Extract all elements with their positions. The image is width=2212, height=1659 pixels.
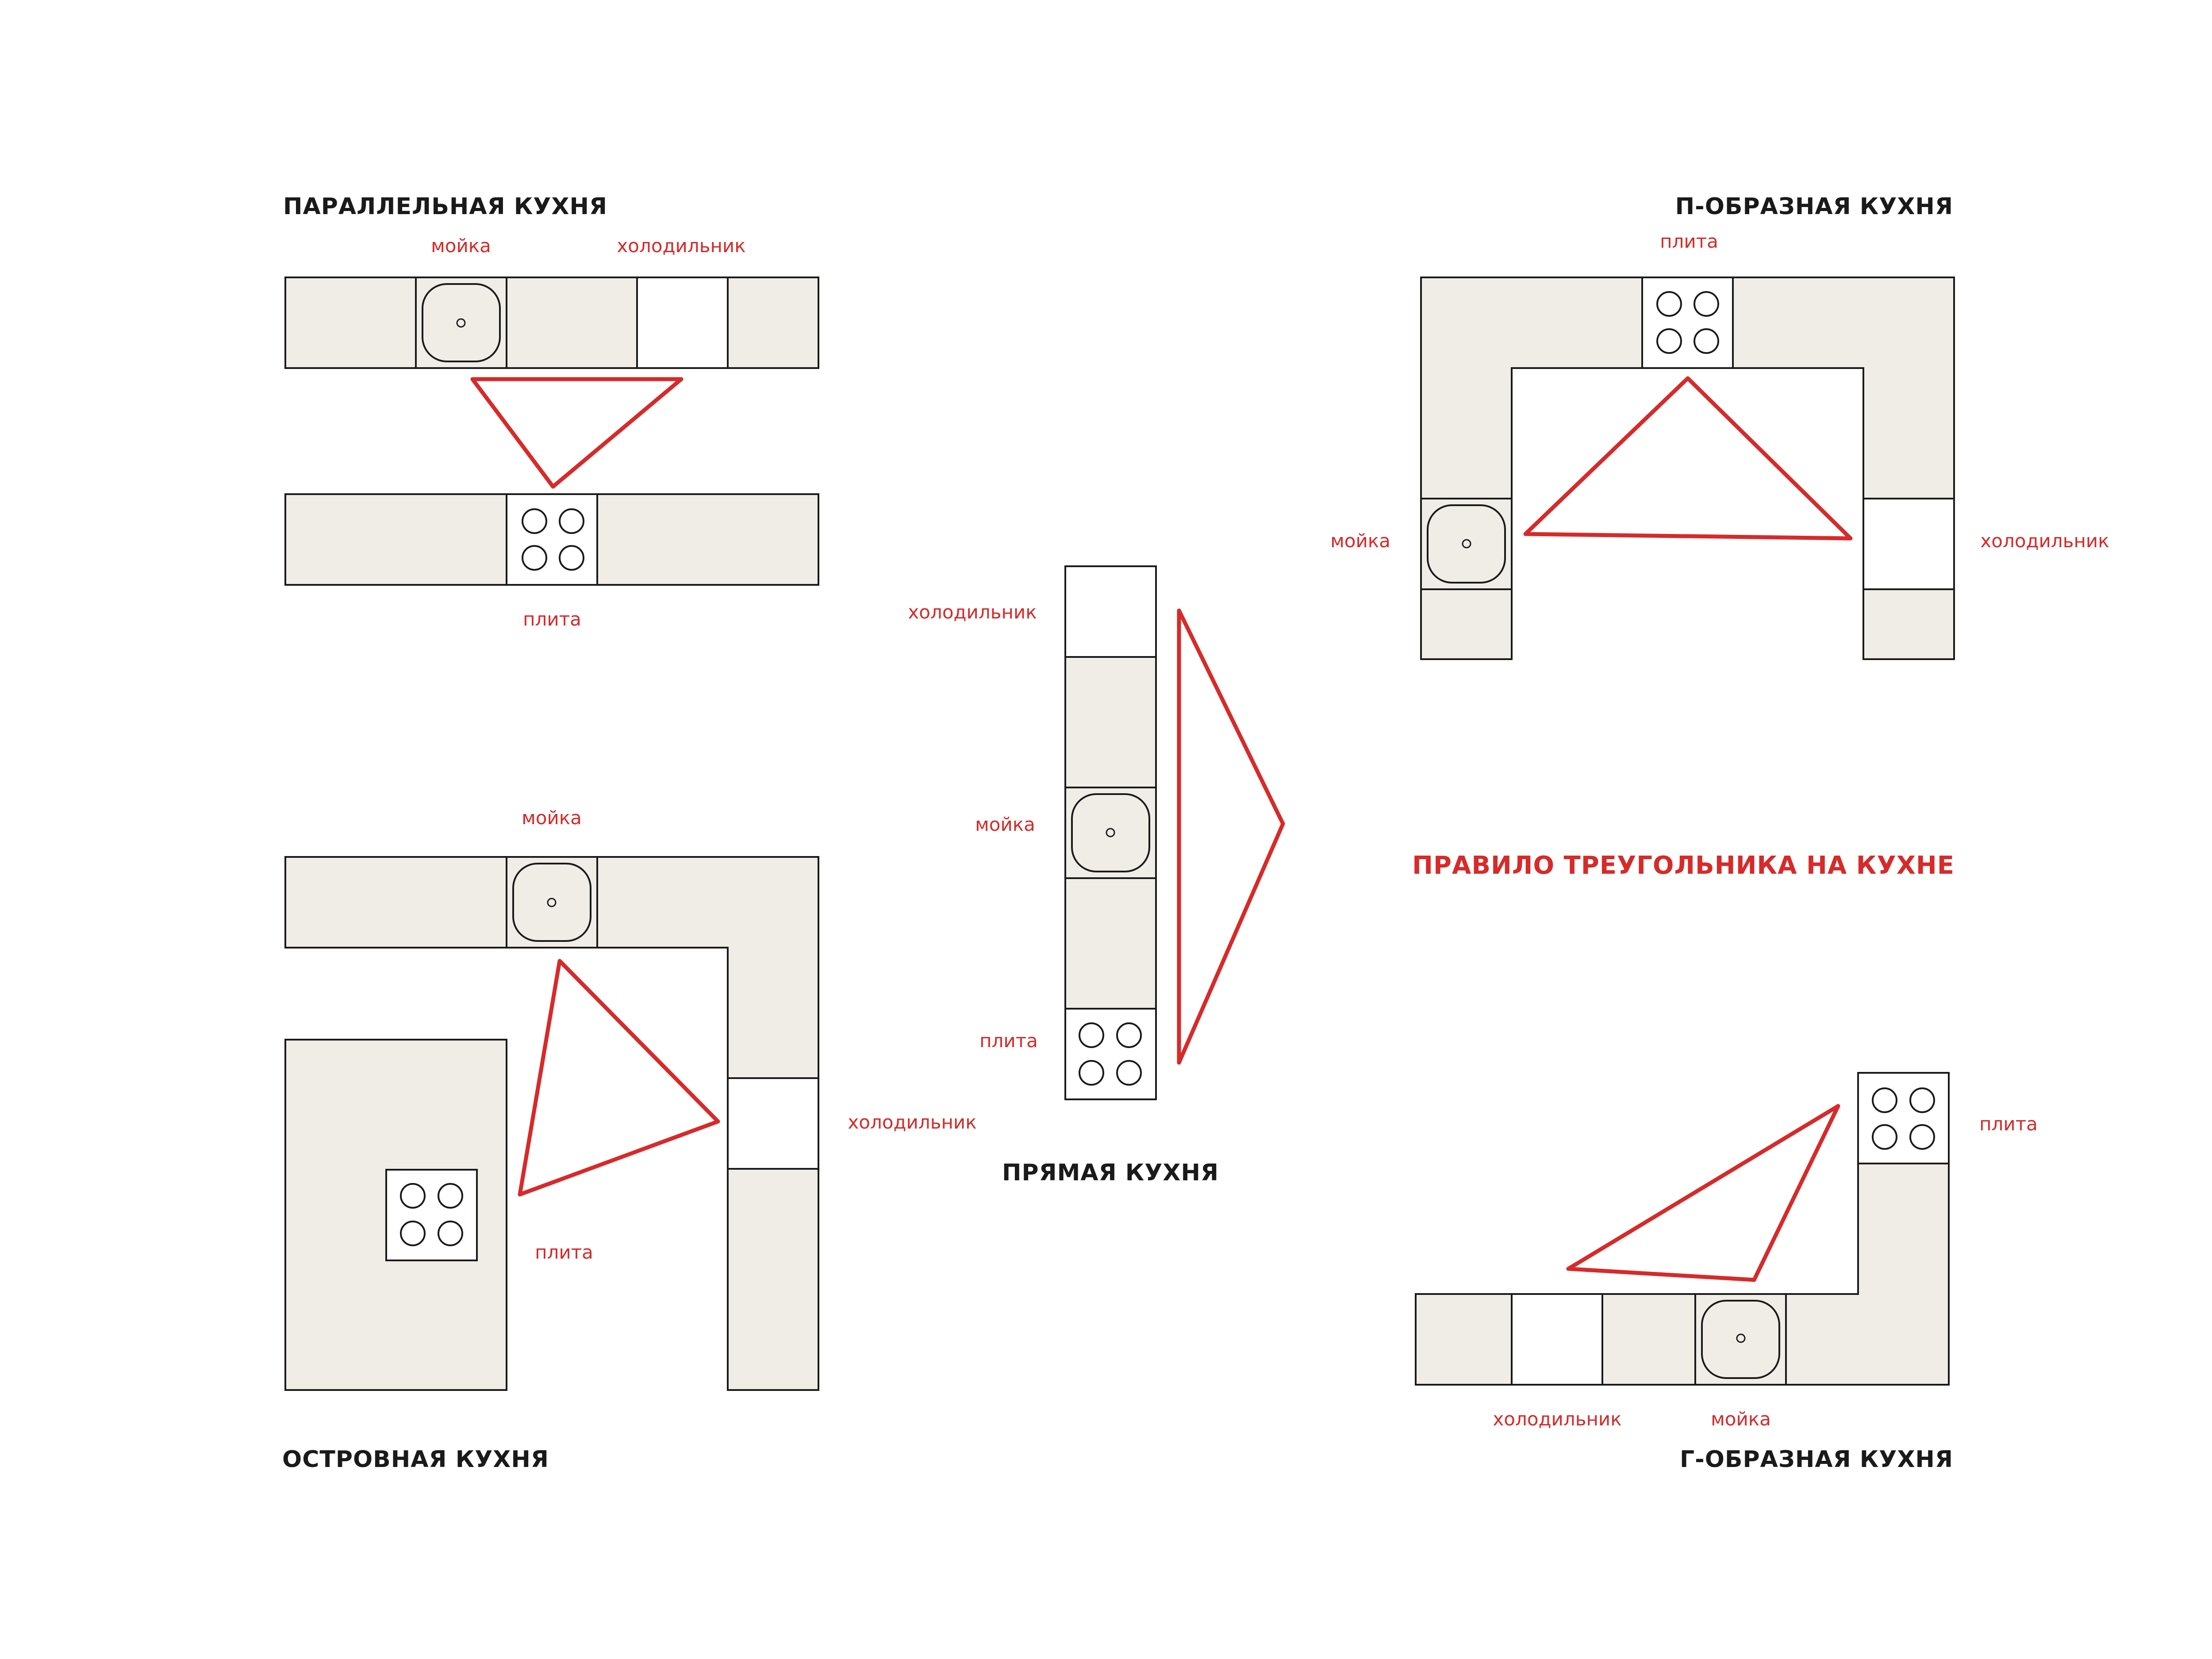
straight-kitchen-title: ПРЯМАЯ КУХНЯ [1002, 1160, 1219, 1186]
u-shaped-stove-label: плита [1660, 230, 1718, 252]
island-sink-label: мойка [522, 807, 582, 829]
u-shaped-fridge-label: холодильник [1980, 530, 2109, 552]
l-shaped-sink-label: мойка [1711, 1408, 1771, 1430]
u-shaped-kitchen-title: П-ОБРАЗНАЯ КУХНЯ [1675, 193, 1953, 220]
l-shaped-kitchen: плита холодильник мойка Г-ОБРАЗНАЯ КУХНЯ [1415, 1072, 2038, 1473]
u-shaped-stove [1641, 276, 1734, 369]
parallel-fridge [636, 276, 729, 369]
island-sink [512, 863, 591, 942]
island-l-counter [284, 856, 819, 1391]
parallel-kitchen: ПАРАЛЛЕЛЬНАЯ КУХНЯ мойка холодильник пли… [283, 193, 819, 630]
parallel-sink-label: мойка [431, 235, 491, 257]
straight-stove-label: плита [979, 1030, 1038, 1052]
straight-burner-icon [1116, 1060, 1142, 1086]
u-shaped-burner-icon [1656, 291, 1682, 317]
island-fridge [727, 1077, 819, 1170]
island-kitchen: мойка холодильник плита ОСТРОВНАЯ КУХНЯ [282, 807, 977, 1473]
l-shaped-fridge-label: холодильник [1493, 1408, 1621, 1430]
island-stove [385, 1169, 478, 1261]
main-title: ПРАВИЛО ТРЕУГОЛЬНИКА НА КУХНЕ [1412, 851, 1955, 880]
l-shaped-kitchen-title: Г-ОБРАЗНАЯ КУХНЯ [1680, 1446, 1953, 1473]
island-work-triangle [518, 959, 720, 1197]
straight-fridge-label: холодильник [908, 601, 1037, 623]
l-shaped-burner-icon [1909, 1087, 1935, 1113]
straight-burner-icon [1079, 1060, 1104, 1086]
u-shaped-burner-icon [1656, 328, 1682, 354]
island-sink-cabinet [506, 856, 598, 949]
parallel-burner-icon [522, 508, 547, 534]
parallel-sink-cabinet [415, 276, 507, 369]
island-burner-icon [400, 1183, 426, 1209]
l-shaped-sink-cabinet [1694, 1293, 1787, 1386]
u-shaped-fridge [1863, 498, 1955, 590]
parallel-burner-icon [559, 545, 584, 571]
parallel-burner-icon [522, 545, 547, 571]
l-shaped-burner-icon [1872, 1124, 1897, 1150]
u-shaped-kitchen: П-ОБРАЗНАЯ КУХНЯ плита мойка холодильник [1330, 193, 2109, 660]
u-shaped-burner-icon [1694, 291, 1719, 317]
l-shaped-burner-icon [1909, 1124, 1935, 1150]
parallel-stove-label: плита [523, 608, 581, 630]
straight-kitchen: холодильник мойка плита ПРЯМАЯ КУХНЯ [908, 565, 1285, 1186]
island-sink-drain-icon [547, 898, 557, 907]
parallel-burner-icon [559, 508, 584, 534]
island-fridge-label: холодильник [848, 1111, 976, 1133]
straight-sink-label: мойка [975, 814, 1035, 835]
l-shaped-fridge [1511, 1293, 1603, 1386]
u-shaped-sink [1427, 504, 1506, 584]
l-shaped-sink-drain-icon [1736, 1333, 1746, 1343]
parallel-work-triangle [470, 377, 684, 489]
parallel-stove [506, 493, 598, 586]
l-shaped-stove-label: плита [1979, 1113, 2038, 1135]
parallel-sink [422, 283, 501, 362]
island-kitchen-title: ОСТРОВНАЯ КУХНЯ [282, 1446, 549, 1473]
u-shaped-burner-icon [1694, 328, 1719, 354]
island-burner-icon [438, 1221, 463, 1246]
parallel-kitchen-title: ПАРАЛЛЕЛЬНАЯ КУХНЯ [283, 193, 607, 220]
u-shaped-sink-label: мойка [1330, 530, 1390, 552]
straight-stove [1064, 1008, 1157, 1100]
u-shaped-sink-drain-icon [1462, 539, 1471, 549]
parallel-fridge-label: холодильник [617, 235, 745, 257]
l-shaped-burner-icon [1872, 1087, 1897, 1113]
l-shaped-work-triangle [1566, 1104, 1840, 1282]
u-shaped-work-triangle [1523, 376, 1853, 541]
straight-burner-icon [1079, 1022, 1104, 1048]
straight-sink [1071, 793, 1150, 872]
parallel-sink-drain-icon [456, 318, 466, 328]
parallel-top-counter [284, 276, 819, 369]
l-shaped-sink [1701, 1300, 1780, 1379]
l-shaped-stove [1857, 1072, 1950, 1164]
straight-work-triangle [1177, 608, 1285, 1065]
island-burner-icon [438, 1183, 463, 1209]
straight-burner-icon [1116, 1022, 1142, 1048]
straight-sink-drain-icon [1106, 828, 1115, 837]
straight-fridge [1064, 565, 1157, 658]
island-stove-label: плита [535, 1241, 593, 1263]
island-burner-icon [400, 1221, 426, 1246]
